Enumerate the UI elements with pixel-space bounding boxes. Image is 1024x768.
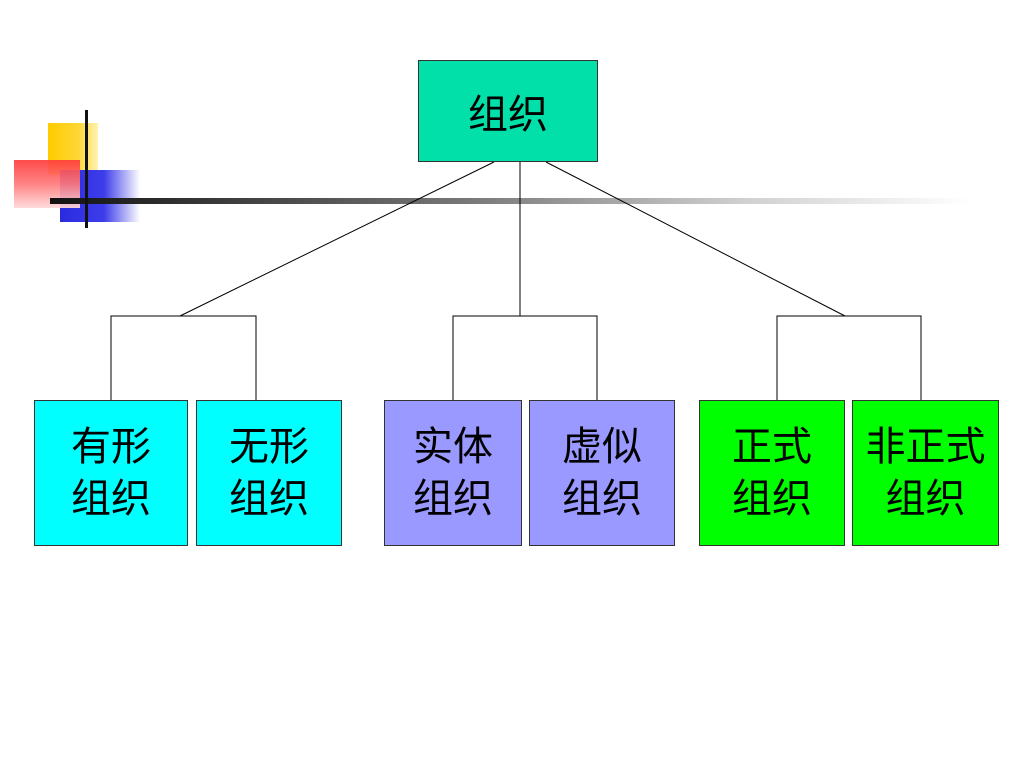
leaf-node-physical-org: 实体 组织: [384, 400, 522, 546]
title-underline-decoration: [50, 198, 970, 204]
connector-root-group-1: [179, 161, 495, 317]
leaf-node-intangible-org: 无形 组织: [196, 400, 342, 546]
vertical-line-decoration: [85, 110, 88, 228]
leaf-node-tangible-org: 有形 组织: [34, 400, 188, 546]
bracket-group-2: [452, 315, 598, 400]
leaf-node-formal-org: 正式 组织: [699, 400, 845, 546]
leaf-node-virtual-org: 虚似 组织: [529, 400, 675, 546]
bracket-group-3: [776, 315, 922, 400]
connector-root-group-3: [545, 161, 846, 317]
leaf-node-informal-org: 非正式 组织: [852, 400, 999, 546]
root-node: 组织: [418, 60, 598, 162]
bracket-group-1: [110, 315, 257, 400]
